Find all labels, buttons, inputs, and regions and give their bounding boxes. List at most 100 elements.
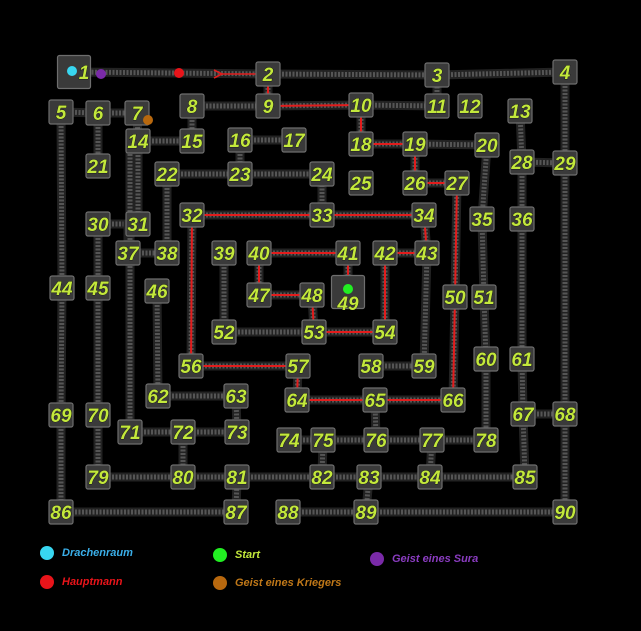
room-label-45: 45: [86, 279, 109, 300]
room-9: [255, 93, 281, 119]
room-84: [417, 464, 443, 490]
legend-label-drachenraum: Drachenraum: [62, 547, 133, 559]
room-label-30: 30: [87, 215, 109, 236]
room-75: [310, 427, 336, 453]
room-54: [372, 319, 398, 345]
room-label-14: 14: [127, 132, 149, 153]
room-17: [281, 127, 307, 153]
room-62: [145, 383, 171, 409]
room-label-5: 5: [56, 103, 67, 124]
legend-hauptmann: Hauptmann: [40, 574, 123, 590]
room-label-71: 71: [119, 423, 140, 444]
legend-start: Start: [213, 547, 260, 563]
room-label-16: 16: [229, 131, 251, 152]
room-label-87: 87: [225, 503, 248, 524]
room-80: [170, 464, 196, 490]
room-77: [419, 427, 445, 453]
room-label-1: 1: [79, 63, 90, 84]
room-label-43: 43: [415, 244, 438, 265]
room-40: [246, 240, 272, 266]
room-label-53: 53: [303, 323, 325, 344]
legend-geist-sura: Geist eines Sura: [370, 551, 478, 567]
room-38: [154, 240, 180, 266]
room-66: [440, 387, 466, 413]
route-segment-9-10: [267, 104, 362, 107]
room-21: [85, 153, 111, 179]
room-24: [309, 161, 335, 187]
room-39: [211, 240, 237, 266]
room-label-17: 17: [283, 131, 306, 152]
room-18: [348, 131, 374, 157]
room-label-82: 82: [311, 468, 333, 489]
room-label-24: 24: [310, 165, 333, 186]
room-label-64: 64: [286, 391, 308, 412]
room-33: [309, 202, 335, 228]
room-label-52: 52: [213, 323, 235, 344]
room-label-27: 27: [445, 174, 469, 195]
room-label-75: 75: [312, 431, 334, 452]
room-3: [424, 62, 450, 88]
room-59: [411, 353, 437, 379]
room-53: [301, 319, 327, 345]
room-label-10: 10: [350, 96, 372, 117]
room-label-19: 19: [404, 135, 426, 156]
room-label-90: 90: [554, 503, 576, 524]
room-label-47: 47: [247, 286, 271, 307]
room-82: [309, 464, 335, 490]
hauptmann-marker-icon: [174, 68, 184, 78]
marker-layer: [67, 66, 353, 294]
room-43: [414, 240, 440, 266]
room-15: [179, 128, 205, 154]
room-label-29: 29: [553, 154, 576, 175]
room-29: [552, 150, 578, 176]
room-12: [457, 93, 483, 119]
room-label-34: 34: [413, 206, 435, 227]
room-81: [224, 464, 250, 490]
room-label-21: 21: [86, 157, 108, 178]
room-2: [255, 61, 281, 87]
room-label-88: 88: [277, 503, 299, 524]
geist-krieger-marker-icon: [143, 115, 153, 125]
legend-label-start: Start: [235, 549, 261, 561]
room-6: [85, 100, 111, 126]
room-16: [227, 127, 253, 153]
route-segment-50-66: [452, 296, 456, 401]
room-58: [358, 353, 384, 379]
geist-sura-marker-icon: [96, 69, 106, 79]
room-31: [125, 211, 151, 237]
room-83: [356, 464, 382, 490]
room-57: [285, 353, 311, 379]
room-label-20: 20: [475, 136, 498, 157]
room-label-8: 8: [187, 97, 198, 118]
room-5: [48, 99, 74, 125]
room-74: [276, 427, 302, 453]
room-label-35: 35: [471, 210, 493, 231]
room-label-83: 83: [358, 468, 380, 489]
room-30: [85, 211, 111, 237]
room-label-63: 63: [225, 387, 247, 408]
room-label-78: 78: [475, 431, 497, 452]
corridor-fill-10-11: [360, 102, 438, 109]
room-85: [512, 464, 538, 490]
room-71: [117, 419, 143, 445]
room-13: [507, 98, 533, 124]
room-56: [178, 353, 204, 379]
room-label-38: 38: [156, 244, 178, 265]
room-70: [85, 402, 111, 428]
room-label-85: 85: [514, 468, 536, 489]
room-label-72: 72: [172, 423, 194, 444]
corridor-fill-3-4: [436, 69, 566, 78]
room-51: [471, 284, 497, 310]
room-label-89: 89: [355, 503, 377, 524]
room-label-65: 65: [364, 391, 386, 412]
route-layer: [190, 74, 458, 401]
room-89: [353, 499, 379, 525]
room-label-68: 68: [554, 405, 576, 426]
room-69: [48, 402, 74, 428]
room-label-33: 33: [311, 206, 333, 227]
room-37: [115, 240, 141, 266]
room-label-39: 39: [213, 244, 235, 265]
legend-label-geist-sura: Geist eines Sura: [392, 553, 479, 565]
room-layer: [48, 54, 578, 525]
room-label-73: 73: [226, 423, 248, 444]
